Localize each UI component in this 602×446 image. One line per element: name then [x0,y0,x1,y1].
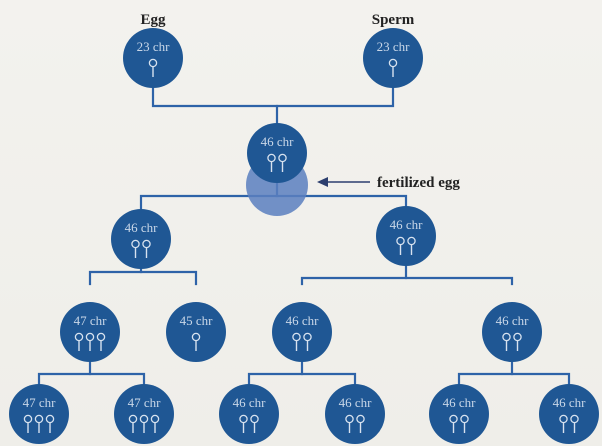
cell-zygote: 46 chr [247,123,307,183]
chromosome-count-label: 46 chr [443,395,477,410]
chromosome-count-label: 46 chr [390,217,424,232]
cell-circle [482,302,542,362]
cell-r3: 46 chr [429,384,489,444]
sperm-label: Sperm [372,12,415,28]
cell-right: 46 chr [376,206,436,266]
arrow-head-icon [317,177,328,187]
chromosome-count-label: 47 chr [128,395,162,410]
egg-to-zygote-line [153,68,393,106]
cell-ll: 47 chr [60,302,120,362]
cell-r1: 46 chr [219,384,279,444]
cell-rr: 46 chr [482,302,542,362]
cell-lr: 45 chr [166,302,226,362]
egg-label: Egg [140,12,166,28]
chromosome-count-label: 23 chr [377,39,411,54]
cell-circle [166,302,226,362]
cells-group: 23 chr 23 chr 46 chr 46 chr 46 chr 47 chr 45 c… [9,28,599,444]
chromosome-count-label: 46 chr [261,134,295,149]
chromosome-count-label: 46 chr [553,395,587,410]
cell-circle [247,123,307,183]
rr-split-line [459,374,569,390]
chromosome-count-label: 46 chr [496,313,530,328]
cell-circle [111,209,171,269]
annotation-text: fertilized egg [377,175,460,191]
chromosome-count-label: 46 chr [233,395,267,410]
chromosome-count-label: 45 chr [180,313,214,328]
cell-r4: 46 chr [539,384,599,444]
chromosome-count-label: 47 chr [74,313,108,328]
cell-egg: 23 chr [123,28,183,88]
fertilized-egg-annotation: fertilized egg [317,175,460,191]
rl-split-line [249,374,355,390]
cell-l1: 47 chr [9,384,69,444]
cell-circle [123,28,183,88]
chromosome-count-label: 46 chr [286,313,320,328]
cell-circle [114,384,174,444]
cell-circle [272,302,332,362]
cell-r2: 46 chr [325,384,385,444]
cell-circle [376,206,436,266]
chromosome-count-label: 47 chr [23,395,57,410]
left-split-line [90,272,196,284]
cell-circle [539,384,599,444]
cell-sperm: 23 chr [363,28,423,88]
chromosome-count-label: 46 chr [125,220,159,235]
cell-circle [9,384,69,444]
cell-circle [363,28,423,88]
cell-circle [429,384,489,444]
cell-circle [219,384,279,444]
cell-rl: 46 chr [272,302,332,362]
chromosome-count-label: 46 chr [339,395,373,410]
ll-split-line [39,374,144,390]
cell-circle [60,302,120,362]
cell-l2: 47 chr [114,384,174,444]
chromosome-count-label: 23 chr [137,39,171,54]
cell-left: 46 chr [111,209,171,269]
cell-circle [325,384,385,444]
